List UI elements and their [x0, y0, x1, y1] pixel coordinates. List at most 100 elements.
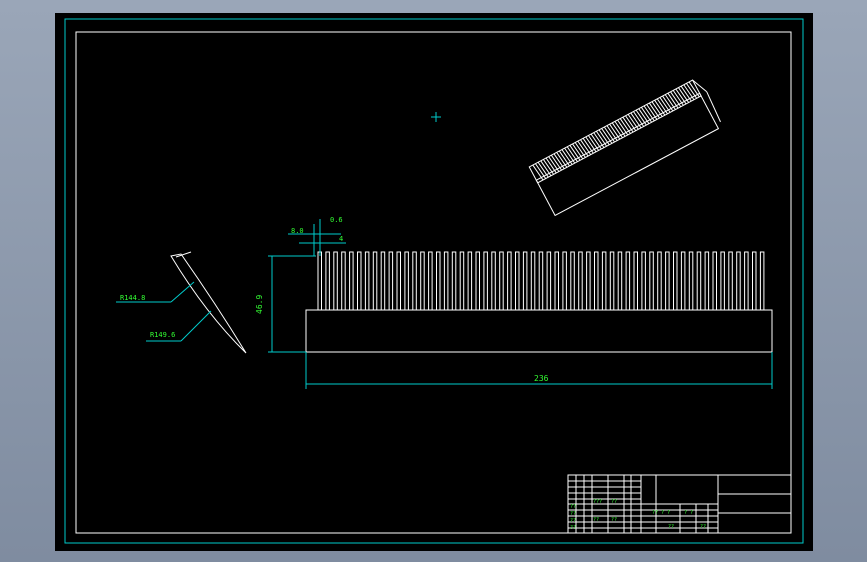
comb-tooth [349, 251, 354, 311]
dim-small-1: 0.6 [330, 216, 343, 224]
iso-tooth [619, 118, 631, 134]
iso-tooth [662, 95, 674, 112]
comb-tooth [546, 251, 552, 311]
dim-height-text: 46.9 [255, 295, 264, 314]
dimension-height: 46.9 [255, 255, 316, 353]
iso-tooth [572, 143, 584, 160]
comb-tooth [680, 251, 686, 311]
iso-tooth [588, 135, 600, 151]
comb-tooth [736, 251, 741, 311]
iso-tooth [561, 149, 573, 165]
comb-tooth [515, 251, 520, 311]
iso-tooth [569, 145, 581, 161]
iso-tooth [617, 119, 629, 136]
iso-tooth [680, 85, 692, 102]
comb-front-view [305, 251, 773, 353]
comb-tooth [665, 251, 670, 311]
drawing-viewport[interactable]: 236 46.9 0.6 8.0 4 R144.8 R149.6 [55, 13, 813, 551]
iso-tooth [609, 123, 621, 140]
comb-tooth [554, 251, 559, 311]
comb-tooth [467, 251, 473, 311]
cad-drawing: 236 46.9 0.6 8.0 4 R144.8 R149.6 [64, 18, 804, 544]
iso-tooth [585, 136, 597, 153]
iso-tooth [532, 164, 544, 181]
iso-tooth [670, 91, 682, 108]
title-block-mark: ?? ? ? [652, 510, 670, 516]
iso-tooth [678, 87, 690, 103]
crosshair-cursor-icon [431, 112, 441, 122]
comb-tooth [562, 251, 567, 311]
iso-tooth [601, 128, 613, 144]
iso-tooth [686, 83, 698, 99]
iso-tooth [566, 146, 578, 162]
comb-tooth [617, 251, 623, 311]
title-block-mark: ?? [593, 517, 599, 523]
comb-isometric-view [528, 79, 721, 217]
comb-tooth [657, 251, 662, 311]
title-block-mark: ?? [611, 499, 617, 505]
iso-tooth [672, 90, 684, 106]
comb-tooth [443, 251, 449, 311]
iso-tooth [651, 101, 663, 117]
iso-tooth [595, 130, 607, 147]
inner-frame [75, 31, 792, 534]
iso-tooth [535, 163, 547, 179]
comb-tooth [538, 251, 544, 311]
iso-tooth [683, 84, 695, 101]
comb-tooth [396, 251, 401, 311]
comb-tooth [357, 251, 362, 311]
comb-tooth [412, 251, 417, 311]
comb-tooth [388, 251, 394, 311]
title-block-mark: ?? [570, 525, 576, 531]
comb-tooth [720, 251, 725, 311]
comb-tooth [578, 251, 583, 311]
comb-tooth [759, 251, 765, 311]
iso-tooth [606, 125, 618, 141]
comb-tooth [728, 251, 733, 311]
iso-tooth [633, 111, 645, 127]
comb-tooth [475, 251, 480, 311]
iso-tooth [640, 107, 653, 123]
comb-tooth [633, 251, 638, 311]
comb-tooth [601, 251, 607, 311]
iso-tooth [614, 121, 626, 137]
comb-tooth [522, 251, 528, 311]
comb-tooth [625, 251, 631, 311]
iso-tooth [646, 104, 658, 120]
title-block-mark: ?? [570, 511, 576, 517]
comb-tooth [428, 251, 433, 311]
iso-tooth [556, 152, 568, 168]
comb-tooth [507, 251, 512, 311]
comb-tooth [499, 251, 504, 311]
outer-frame [64, 18, 804, 544]
iso-tooth [564, 147, 576, 164]
iso-tooth [598, 129, 610, 146]
iso-tooth [659, 97, 671, 113]
comb-spine [305, 309, 773, 353]
iso-tooth [688, 81, 700, 98]
comb-tooth [364, 251, 370, 311]
comb-tooth [673, 251, 678, 311]
comb-tooth [317, 251, 322, 311]
comb-tooth [752, 251, 757, 311]
comb-tooth [325, 251, 330, 311]
iso-tooth [590, 133, 602, 150]
iso-tooth [558, 150, 570, 167]
title-block-mark: ??? [593, 499, 602, 505]
iso-tooth [627, 114, 639, 130]
iso-tooth [540, 160, 552, 177]
iso-tooth [638, 108, 650, 124]
iso-tooth [667, 92, 679, 109]
comb-tooth [530, 251, 536, 311]
iso-tooth [550, 154, 562, 171]
iso-tooth [675, 88, 687, 105]
comb-tooth [380, 251, 386, 311]
title-block-mark: ?? [570, 504, 576, 510]
iso-tooth [593, 132, 605, 148]
comb-tooth [404, 251, 409, 311]
title-block-mark: ?? [700, 524, 706, 530]
dim-small-2: 8.0 [291, 227, 304, 235]
dimension-tooth: 0.6 8.0 4 [288, 216, 346, 256]
iso-tooth [603, 126, 615, 143]
title-block: ??????????????????? ? ???? ??? [567, 474, 792, 534]
